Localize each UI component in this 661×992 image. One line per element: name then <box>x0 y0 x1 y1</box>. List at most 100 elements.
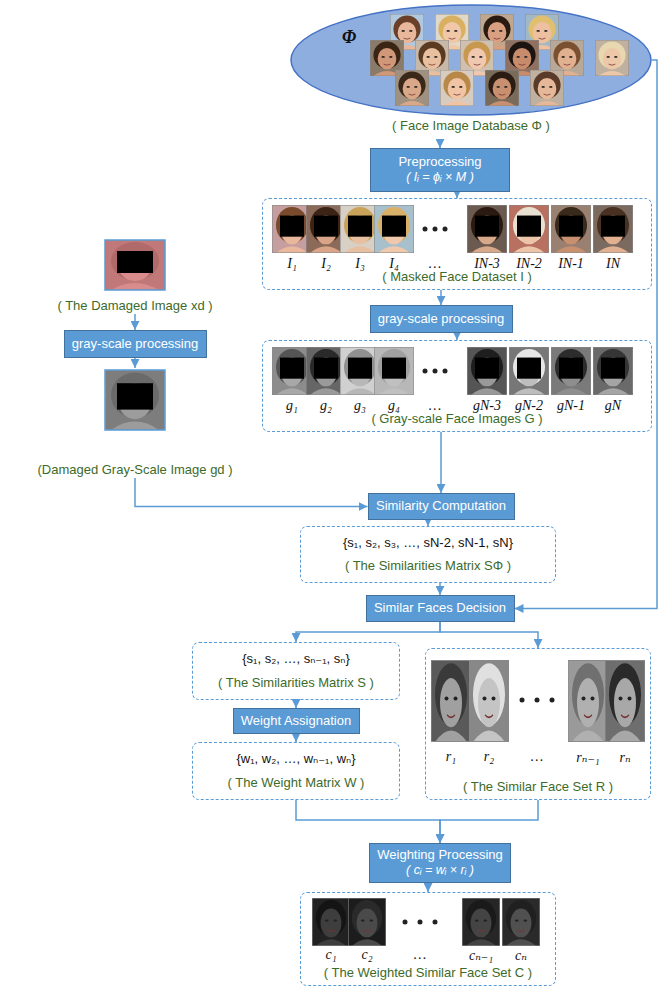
flow-arrow <box>296 800 440 843</box>
box-text: Similarity Computation <box>376 498 506 514</box>
face-photo <box>374 205 414 253</box>
flow-arrow <box>440 432 442 493</box>
image-label: r₂ <box>484 749 494 765</box>
database-ellipse: Φ ( Face Image Database Φ ) <box>290 4 652 140</box>
image-label: c₁ <box>325 947 336 963</box>
flow-arrow <box>295 700 297 708</box>
flow-arrow <box>296 622 440 642</box>
flow-arrow <box>134 358 136 368</box>
weighted-face <box>348 898 386 946</box>
matrix-text: {s₁, s₂, …, sₙ₋₁, sₙ} <box>242 651 350 667</box>
flow-arrow <box>456 333 458 340</box>
image-label: gN-3 <box>473 398 501 414</box>
box-text: Weighting Processing <box>377 847 503 863</box>
face-photo <box>551 205 591 253</box>
weighted-face <box>312 898 350 946</box>
box-text: Weight Assignation <box>241 713 351 729</box>
face-photo <box>595 40 629 76</box>
image-node: ( The Damaged Image xd ) <box>35 238 235 314</box>
image-label: I₂ <box>321 256 331 272</box>
image-label: rₙ <box>619 749 630 766</box>
gray-face-photo <box>374 347 414 395</box>
process-box: gray-scale processing <box>370 305 513 333</box>
process-box: Similarity Computation <box>368 493 515 520</box>
image-label: g₄ <box>388 398 400 414</box>
ellipsis-dot <box>433 369 438 374</box>
box-text: ( cᵢ = wᵢ × rᵢ ) <box>406 863 474 879</box>
ellipsis-dot <box>423 369 428 374</box>
image-frame <box>105 370 165 430</box>
flow-arrow <box>439 140 441 148</box>
box-text: gray-scale processing <box>72 336 198 352</box>
dataset-group: ( Gray-scale Face Images G ) <box>262 340 652 432</box>
similar-face <box>568 660 608 742</box>
caption: ( The Weight Matrix W ) <box>228 775 365 791</box>
gray-face-photo <box>467 347 507 395</box>
caption: ( Face Image Database Φ ) <box>290 118 652 134</box>
process-box: Weighting Processing( cᵢ = wᵢ × rᵢ ) <box>369 843 511 883</box>
image-label: IN-3 <box>474 256 500 272</box>
matrix-group: {s₁, s₂, s₃, …, sN-2, sN-1, sN}( The Sim… <box>300 526 556 583</box>
similar-face <box>605 660 645 742</box>
image-label: … <box>414 947 426 963</box>
matrix-group: {w₁, w₂, …, wₙ₋₁, wₙ}( The Weight Matrix… <box>192 742 400 800</box>
box-text: Preprocessing <box>398 154 481 170</box>
caption: ( The Similarities Matrix SΦ ) <box>345 558 511 574</box>
ellipsis-dot <box>520 698 525 703</box>
similar-face <box>469 660 509 742</box>
caption: ( Masked Face Dataset I ) <box>382 269 532 285</box>
flow-arrow <box>440 622 538 648</box>
ellipse-shape <box>290 4 652 116</box>
image-label: … <box>531 749 543 765</box>
image-label: I₁ <box>287 256 297 272</box>
image-label: IN-2 <box>516 256 542 272</box>
gray-face-photo <box>593 347 633 395</box>
caption: ( The Similarities Matrix S ) <box>218 675 374 691</box>
image-label: g₃ <box>354 398 366 414</box>
caption: ( Gray-scale Face Images G ) <box>371 411 542 427</box>
flow-arrow <box>134 314 136 330</box>
box-text: Similar Faces Decision <box>374 600 506 616</box>
face-photo <box>593 205 633 253</box>
image-label: IN <box>606 256 620 272</box>
face-photo <box>395 70 429 106</box>
image-label: … <box>429 398 441 414</box>
weighted-face <box>502 898 540 946</box>
ellipsis-dot <box>550 698 555 703</box>
dataset-group: ( Masked Face Dataset I ) <box>262 198 652 290</box>
image-node: (Damaged Gray-Scale Image gd ) <box>35 368 235 478</box>
flow-arrow <box>439 583 441 595</box>
damaged-face <box>105 240 165 290</box>
flow-arrow <box>135 478 368 507</box>
ellipsis-dot <box>403 920 408 925</box>
process-box: gray-scale processing <box>64 330 207 358</box>
image-label: cₙ <box>515 947 527 964</box>
image-label: gN <box>605 398 621 414</box>
image-label: gN-1 <box>557 398 585 414</box>
box-text: gray-scale processing <box>378 311 504 327</box>
image-label: rₙ₋₁ <box>576 749 599 766</box>
image-label: r₁ <box>446 749 456 765</box>
face-photo <box>530 70 564 106</box>
caption: (Damaged Gray-Scale Image gd ) <box>37 462 232 478</box>
face-photo <box>509 205 549 253</box>
image-label: IN-1 <box>558 256 584 272</box>
gray-face-photo <box>551 347 591 395</box>
ellipsis-dot <box>418 920 423 925</box>
image-frame <box>105 240 165 290</box>
ellipsis-dot <box>535 698 540 703</box>
image-label: … <box>429 256 441 272</box>
ellipsis-dot <box>433 227 438 232</box>
similar-face <box>431 660 471 742</box>
dataset-group: ( The Weighted Similar Face Set C ) <box>300 892 556 986</box>
image-label: I₃ <box>355 256 365 272</box>
image-label: g₁ <box>286 398 298 414</box>
symbol-label: Φ <box>342 26 356 49</box>
process-box: Weight Assignation <box>233 708 360 734</box>
image-label: gN-2 <box>515 398 543 414</box>
process-box: Preprocessing( Iᵢ = ϕᵢ × M ) <box>370 148 510 192</box>
